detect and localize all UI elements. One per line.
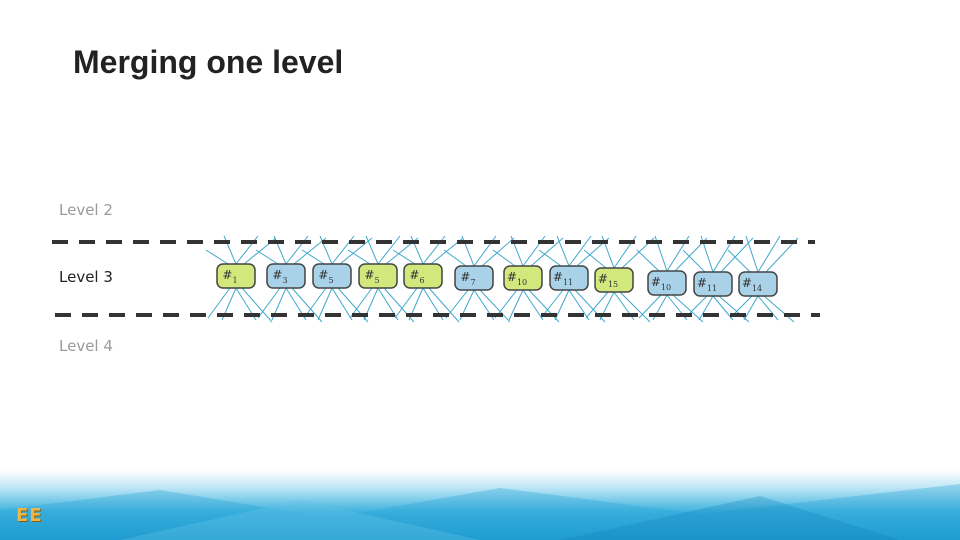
- node-label: #5: [364, 268, 379, 285]
- connection-line: [443, 249, 467, 267]
- slide-title: Merging one level: [73, 44, 344, 80]
- node-8: #11: [549, 265, 589, 291]
- connection-line: [331, 287, 353, 321]
- node-3: #5: [312, 263, 352, 289]
- connection-line: [568, 289, 590, 321]
- node-box: [403, 263, 443, 289]
- level-3-label: Level 3: [59, 268, 113, 286]
- node-label: #11: [553, 270, 573, 287]
- connection-line: [301, 249, 325, 265]
- node-label: #5: [318, 268, 333, 285]
- connection-line: [392, 249, 416, 265]
- node-box: [266, 263, 306, 289]
- footer-banner: [0, 470, 960, 540]
- node-box: [312, 263, 352, 289]
- node-box: [216, 263, 256, 289]
- level-3-nodes: #1 #3 #5 #5 #6 #7 #10 #11 #15 #10 #11 #14: [216, 263, 778, 297]
- connection-line: [720, 237, 754, 273]
- connection-line: [255, 249, 279, 265]
- node-10: #10: [647, 270, 687, 296]
- connection-line: [205, 249, 229, 265]
- connection-line: [556, 235, 570, 267]
- connection-line: [698, 295, 714, 321]
- connection-line: [672, 294, 704, 323]
- node-box: [549, 265, 589, 291]
- node-5: #6: [403, 263, 443, 289]
- connection-line: [636, 249, 660, 272]
- connection-line: [585, 291, 609, 319]
- level-2-label: Level 2: [59, 201, 113, 219]
- connection-line: [538, 249, 562, 267]
- connection-line: [257, 287, 281, 319]
- node-box: [454, 265, 494, 291]
- node-9: #15: [594, 267, 634, 293]
- connection-line: [682, 249, 706, 273]
- connection-line: [638, 294, 662, 319]
- connection-line: [241, 287, 273, 323]
- connection-line: [481, 237, 515, 267]
- node-2: #3: [266, 263, 306, 289]
- node-label: #7: [460, 270, 475, 287]
- connection-line: [365, 235, 379, 265]
- node-label: #10: [507, 270, 527, 287]
- node-box: [594, 267, 634, 293]
- node-1: #1: [216, 263, 256, 289]
- node-box: [503, 265, 543, 291]
- node-box: [647, 270, 687, 296]
- node-6: #7: [454, 265, 494, 291]
- connection-line: [712, 295, 734, 321]
- connection-line: [568, 235, 592, 267]
- connection-line: [757, 295, 779, 321]
- node-12: #14: [738, 271, 778, 297]
- connection-line: [757, 235, 781, 273]
- node-label: #15: [598, 272, 618, 289]
- connection-line: [445, 289, 469, 319]
- connection-line: [743, 295, 759, 321]
- connection-line: [428, 287, 460, 323]
- connection-line: [745, 235, 759, 273]
- connection-line: [291, 287, 323, 323]
- connection-line: [317, 287, 333, 321]
- connection-line: [619, 291, 651, 323]
- level-4-label: Level 4: [59, 337, 113, 355]
- connection-line: [394, 287, 418, 319]
- node-label: #3: [272, 268, 287, 285]
- connection-line: [718, 295, 750, 323]
- node-7: #10: [503, 265, 543, 291]
- connection-line: [347, 249, 371, 265]
- connection-line: [554, 289, 570, 321]
- node-label: #1: [222, 268, 237, 285]
- node-box: [358, 263, 398, 289]
- connection-line: [522, 289, 544, 321]
- connection-line: [727, 249, 751, 273]
- connection-line: [377, 235, 401, 265]
- connection-line: [293, 237, 327, 265]
- connection-line: [583, 249, 607, 269]
- node-box: [738, 271, 778, 297]
- connection-line: [492, 249, 516, 267]
- node-11: #11: [693, 271, 733, 297]
- logo: EE: [16, 505, 43, 526]
- connection-line: [207, 287, 231, 319]
- node-label: #10: [651, 275, 671, 292]
- connection-line: [763, 295, 795, 323]
- node-label: #14: [742, 276, 762, 293]
- node-label: #11: [697, 276, 717, 293]
- connection-line: [530, 237, 564, 267]
- connection-line: [479, 289, 511, 323]
- node-box: [693, 271, 733, 297]
- node-label: #6: [409, 268, 424, 285]
- connection-line: [339, 237, 373, 265]
- connection-line: [508, 289, 524, 321]
- node-4: #5: [358, 263, 398, 289]
